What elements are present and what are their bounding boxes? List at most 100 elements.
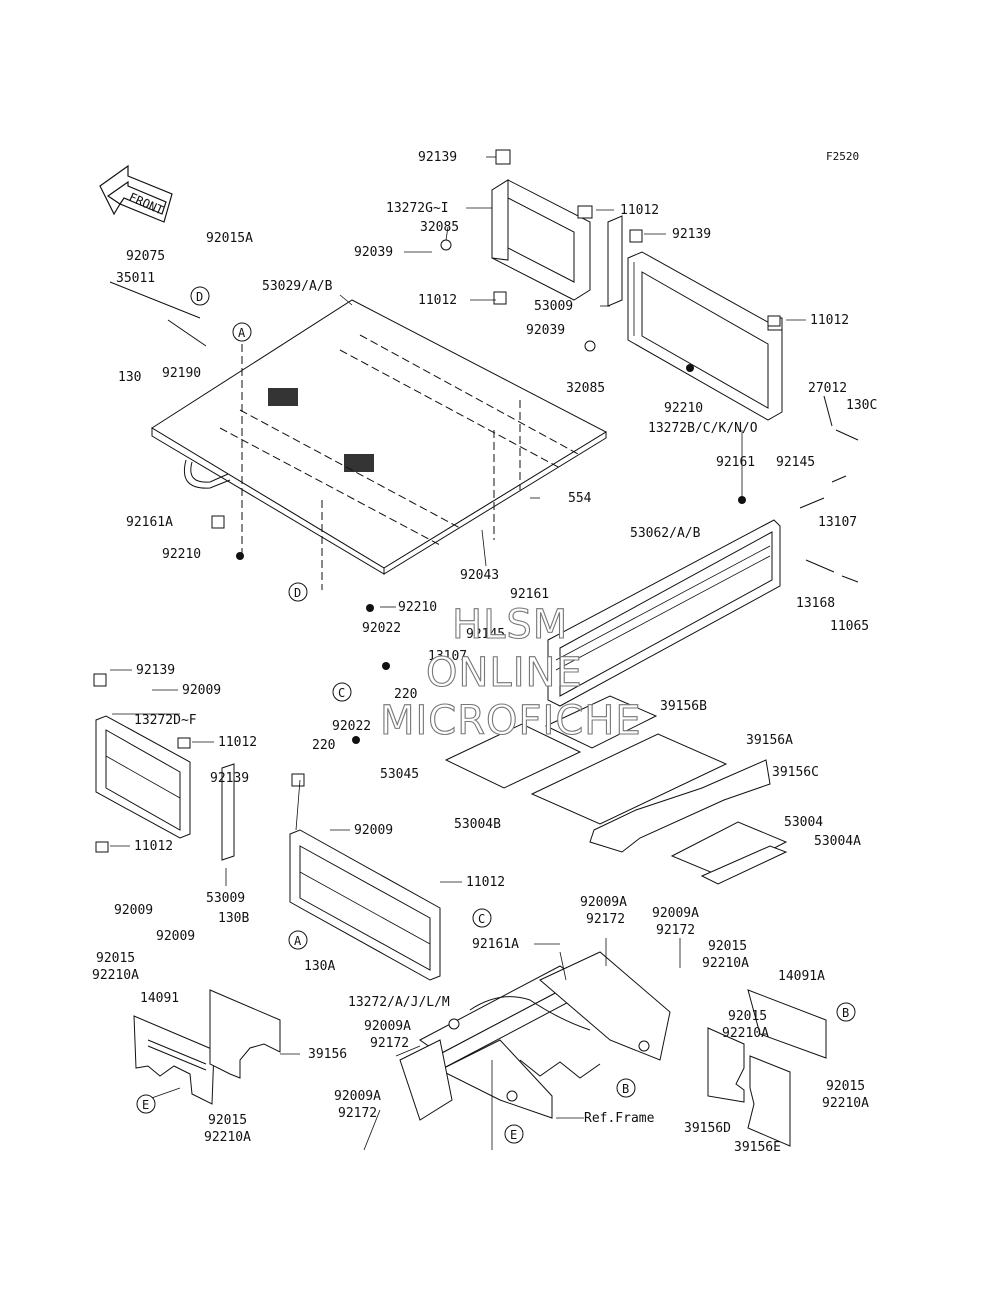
part-label: 92172: [370, 1036, 409, 1051]
part-label: 14091A: [778, 969, 825, 984]
part-label: 11012: [466, 875, 505, 890]
part-label: 11012: [418, 293, 457, 308]
part-label: 11012: [810, 313, 849, 328]
part-label: 92161A: [472, 937, 519, 952]
side-panel-53062: [547, 519, 781, 707]
part-label: 13107: [818, 515, 857, 530]
part-label: 92009A: [364, 1019, 411, 1034]
part-label: 92015: [96, 951, 135, 966]
part-label: 92190: [162, 366, 201, 381]
part-label: 92022: [362, 621, 401, 636]
part-label: 92015: [708, 939, 747, 954]
part-label: 39156: [308, 1047, 347, 1062]
part-label: 35011: [116, 271, 155, 286]
part-label: 92210A: [822, 1096, 869, 1111]
ref-marker-a: A A: [232, 322, 308, 950]
part-label: 92009A: [652, 906, 699, 921]
part-label: 92210A: [92, 968, 139, 983]
svg-text:A: A: [238, 326, 246, 340]
part-label: 92009: [182, 683, 221, 698]
part-label: 92172: [586, 912, 625, 927]
part-label: 92039: [354, 245, 393, 260]
part-label: 92015: [728, 1009, 767, 1024]
part-label: 39156B: [660, 699, 707, 714]
part-label: 53062/A/B: [630, 526, 701, 541]
part-label: 92139: [210, 771, 249, 786]
part-label: 92210: [664, 401, 703, 416]
part-label: 53004: [784, 815, 823, 830]
part-label: 92139: [672, 227, 711, 242]
part-label: 92145: [466, 627, 505, 642]
part-label: 92210A: [702, 956, 749, 971]
part-label: 13272/A/J/L/M: [348, 995, 450, 1010]
part-label: 92210A: [204, 1130, 251, 1145]
part-label: 554: [568, 491, 592, 506]
part-label: 92139: [418, 150, 457, 165]
ref-marker-b: B B: [616, 1002, 856, 1098]
part-label: 92210: [162, 547, 201, 562]
part-label: 39156D: [684, 1121, 731, 1136]
part-label: 92139: [136, 663, 175, 678]
part-label: 92009: [354, 823, 393, 838]
leader-lines: [110, 156, 806, 1151]
part-label: 92022: [332, 719, 371, 734]
part-label: 92015: [208, 1113, 247, 1128]
watermark: HLSM ONLINE MICROFICHE: [379, 601, 641, 744]
ref-marker-c: C C: [332, 682, 492, 928]
svg-text:D: D: [196, 290, 203, 304]
svg-text:E: E: [142, 1098, 149, 1112]
part-label: 14091: [140, 991, 179, 1006]
part-labels: 92139 13272G~I 11012 32085 92039 11012 5…: [92, 150, 877, 1155]
left-side-gate: [93, 673, 191, 853]
part-label: 13107: [428, 649, 467, 664]
ref-marker-d: D D: [190, 286, 308, 602]
part-label: 39156C: [772, 765, 819, 780]
bracket-53009: [221, 763, 235, 861]
bed-panel: [151, 299, 608, 590]
part-label: 11012: [134, 839, 173, 854]
ref-marker-e: E E: [136, 1094, 524, 1144]
part-label: 92075: [126, 249, 165, 264]
part-label: 130: [118, 370, 141, 385]
part-label: 92015: [826, 1079, 865, 1094]
part-label: 13168: [796, 596, 835, 611]
ref-frame: [399, 951, 671, 1121]
svg-text:A: A: [294, 934, 302, 948]
part-label: 53009: [534, 299, 573, 314]
part-label: 13272B/C/K/N/O: [648, 421, 758, 436]
part-label: 92161A: [126, 515, 173, 530]
part-label: 220: [312, 738, 335, 753]
ref-markers: A A B B C C D D E E: [136, 286, 856, 1144]
mats: [444, 695, 788, 885]
part-label: 92009: [114, 903, 153, 918]
part-label: 53004B: [454, 817, 501, 832]
tailgate-lower: [289, 773, 441, 981]
svg-text:E: E: [510, 1128, 517, 1142]
svg-text:D: D: [294, 586, 301, 600]
part-label: 92145: [776, 455, 815, 470]
part-label: 92210: [398, 600, 437, 615]
part-label: 92009A: [580, 895, 627, 910]
svg-text:ONLINE: ONLINE: [426, 650, 583, 696]
right-side-gate: [627, 251, 783, 421]
part-label: 92172: [656, 923, 695, 938]
part-label: 39156A: [746, 733, 793, 748]
rear-frame-top: [491, 179, 623, 307]
part-label: 13272G~I: [386, 201, 449, 216]
part-label: 92009A: [334, 1089, 381, 1104]
part-label: 92210A: [722, 1026, 769, 1041]
part-label: 130C: [846, 398, 877, 413]
part-label: 11065: [830, 619, 869, 634]
part-label: 53004A: [814, 834, 861, 849]
part-label: 27012: [808, 381, 847, 396]
svg-text:C: C: [478, 912, 485, 926]
part-label: 130A: [304, 959, 335, 974]
front-arrow-icon: FRONT: [99, 164, 173, 223]
part-label: 92043: [460, 568, 499, 583]
part-label: 130B: [218, 911, 249, 926]
part-label: 92172: [338, 1106, 377, 1121]
part-label: 92039: [526, 323, 565, 338]
mudflap-right: [707, 989, 827, 1147]
